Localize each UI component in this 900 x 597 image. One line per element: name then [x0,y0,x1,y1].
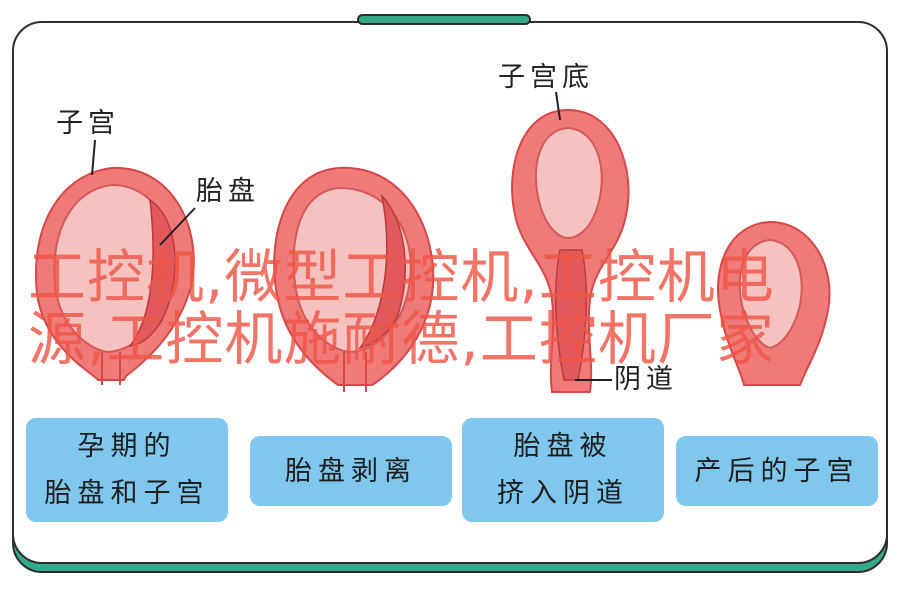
uterus-label: 子宫 [56,108,120,139]
caption-postpartum-uterus: 产后的子宫 [676,436,878,506]
caption-line: 孕期的 [77,431,177,462]
caption-line: 挤入阴道 [497,478,629,509]
top-tab-decoration [357,14,531,25]
placenta-in-vagina-figure [511,91,630,393]
caption-line: 胎盘和子宫 [44,478,210,509]
postpartum-uterus-figure [717,220,831,386]
vagina-label: 阴道 [614,364,678,395]
caption-placenta-into-vagina: 胎盘被 挤入阴道 [462,418,664,522]
pregnant-uterus-figure [34,139,196,385]
caption-line: 产后的子宫 [694,455,860,487]
caption-line: 胎盘剥离 [285,455,417,487]
caption-pregnant-placenta-uterus: 孕期的 胎盘和子宫 [26,418,228,522]
uterine-fundus-label: 子宫底 [498,62,594,93]
watermark-text: 工控机,微型工控机,工控机电源,工控机施耐德,工控机厂家 [28,243,775,373]
placenta-label: 胎盘 [196,176,260,207]
caption-placental-separation: 胎盘剥离 [250,436,452,506]
caption-line: 胎盘被 [513,431,613,462]
placenta-separation-figure [273,166,435,392]
